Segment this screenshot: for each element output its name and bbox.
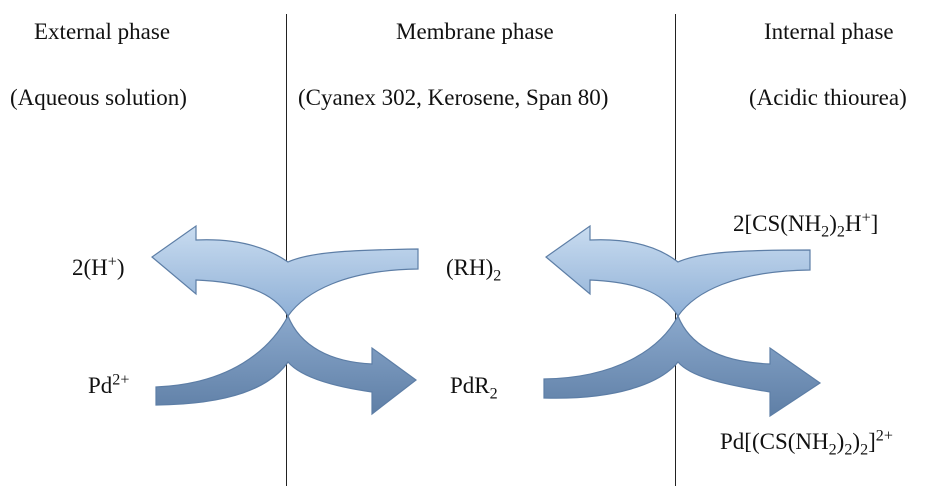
internal-phase-subtitle: (Acidic thiourea) xyxy=(749,85,907,110)
arrow-stripping-pd xyxy=(543,314,822,418)
external-phase-title: External phase xyxy=(34,19,171,44)
external-phase-subtitle: (Aqueous solution) xyxy=(10,85,187,110)
label-h-ion: 2(H+) xyxy=(72,253,125,280)
internal-phase-title: Internal phase xyxy=(764,19,894,44)
divider-membrane-internal xyxy=(675,14,676,486)
arrow-release-h-ion xyxy=(151,224,419,318)
label-pd-thiourea-complex: Pd[(CS(NH2)2)2]2+ xyxy=(720,427,893,459)
divider-external-membrane xyxy=(286,14,287,486)
arrow-regeneration-rh2 xyxy=(545,224,811,318)
membrane-phase-title: Membrane phase xyxy=(396,19,554,44)
arrow-extraction-pd xyxy=(155,314,418,416)
membrane-phase-subtitle: (Cyanex 302, Kerosene, Span 80) xyxy=(298,85,609,110)
label-acidic-thiourea: 2[CS(NH2)2H+] xyxy=(733,209,879,241)
label-rh2: (RH)2 xyxy=(446,255,502,285)
label-pdr2: PdR2 xyxy=(450,373,498,403)
label-pd-ion: Pd2+ xyxy=(88,371,130,398)
